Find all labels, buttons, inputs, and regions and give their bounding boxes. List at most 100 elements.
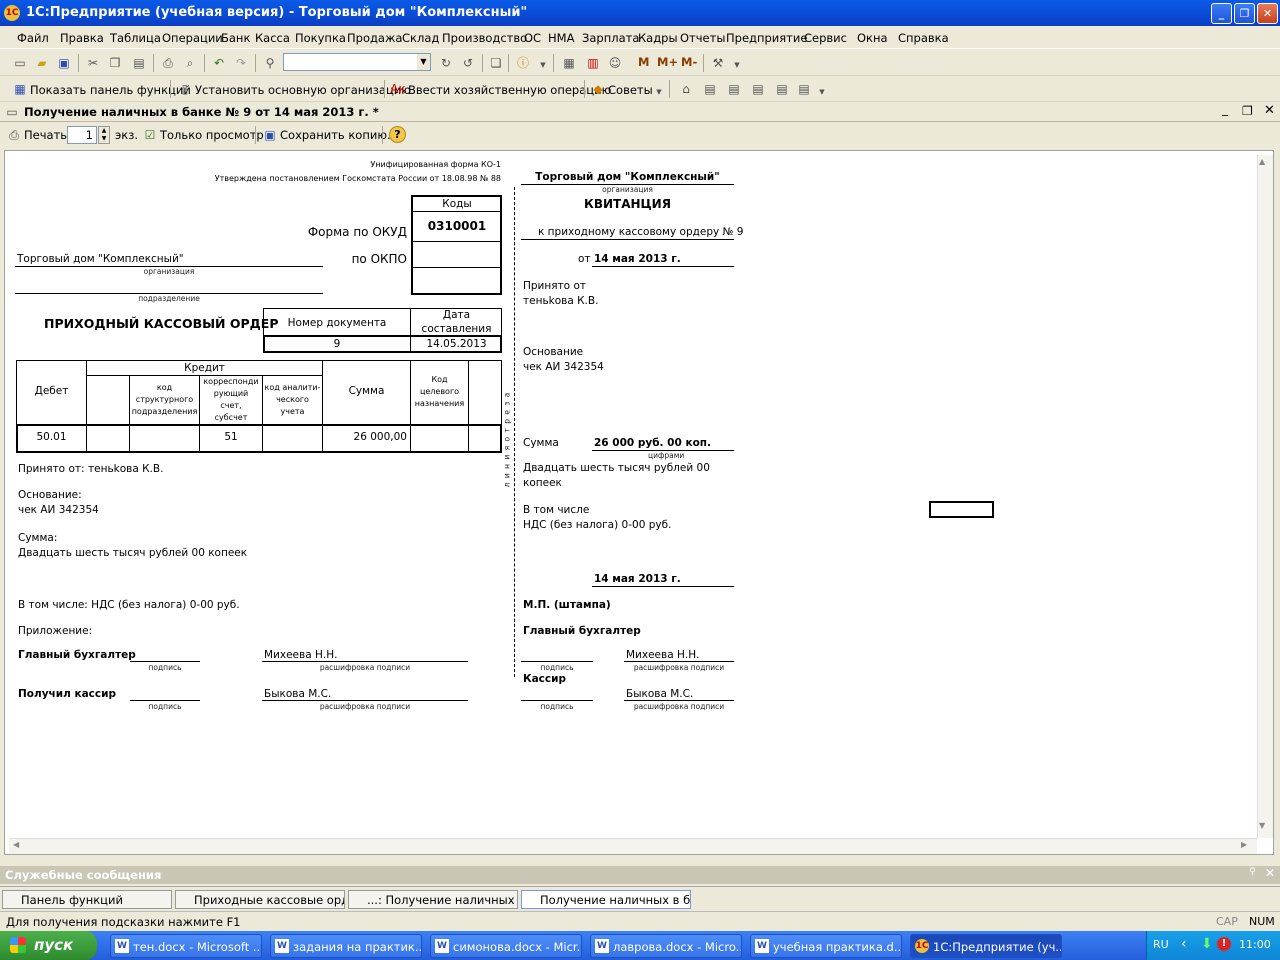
menu-windows[interactable]: Окна <box>857 31 888 45</box>
purchase-icon[interactable]: ▤ <box>728 82 740 96</box>
memory-minus-button[interactable]: M- <box>681 55 698 69</box>
menu-intangibles[interactable]: НМА <box>548 31 575 45</box>
menu-cash[interactable]: Касса <box>255 31 290 45</box>
status-hint: Для получения подсказки нажмите F1 <box>6 915 241 929</box>
tab-cash-receipt-list[interactable]: ...: Получение наличных в б... <box>348 890 518 909</box>
menu-service[interactable]: Сервис <box>804 31 847 45</box>
menu-warehouse[interactable]: Склад <box>402 31 440 45</box>
tools-dropdown-icon[interactable]: ▼ <box>734 61 740 69</box>
menu-fixed-assets[interactable]: ОС <box>524 31 542 45</box>
calendar-icon[interactable]: ▥ <box>587 56 599 70</box>
menu-table[interactable]: Таблица <box>110 31 161 45</box>
help-icon[interactable]: ? <box>389 126 406 143</box>
vertical-scrollbar[interactable] <box>1257 155 1273 838</box>
more-dropdown-icon[interactable]: ▼ <box>819 88 825 96</box>
scroll-down-icon[interactable]: ▼ <box>1259 821 1266 830</box>
set-main-organization-button[interactable]: Установить основную организацию <box>195 83 411 97</box>
menu-salary[interactable]: Зарплата <box>582 31 640 45</box>
search-dropdown-icon[interactable]: ▼ <box>417 54 430 70</box>
scroll-left-icon[interactable]: ◀ <box>13 840 20 849</box>
menu-hr[interactable]: Кадры <box>638 31 678 45</box>
minimize-button[interactable]: _ <box>1211 3 1232 24</box>
open-folder-icon[interactable]: ▰ <box>37 56 47 70</box>
print-button[interactable]: Печать <box>24 128 68 142</box>
alert-icon[interactable]: ! <box>1217 937 1231 951</box>
tools-icon[interactable]: ⚒ <box>712 56 724 70</box>
cashier-name: Быкова М.С. <box>264 688 332 700</box>
find-prev-icon[interactable]: ↺ <box>462 56 474 70</box>
corr-account-value: 51 <box>224 431 238 443</box>
tips-button[interactable]: Советы <box>608 83 653 97</box>
cut-icon[interactable]: ✂ <box>87 56 99 70</box>
users-icon[interactable]: ☺ <box>608 56 622 70</box>
save-copy-button[interactable]: Сохранить копию... <box>280 128 398 142</box>
selected-cell[interactable] <box>929 501 994 518</box>
service-close-button[interactable]: ✕ <box>1265 866 1276 880</box>
window-tabs-bar: Панель функций Приходные кассовые ордера… <box>0 886 1280 910</box>
print-preview-icon[interactable]: ⌕ <box>186 56 194 70</box>
show-function-panel-button[interactable]: Показать панель функций <box>30 83 191 97</box>
start-button[interactable]: пуск <box>0 931 97 960</box>
new-document-icon[interactable]: ▭ <box>14 56 26 70</box>
memory-button[interactable]: M <box>638 55 650 69</box>
tray-arrow-icon[interactable]: ‹ <box>1181 936 1187 952</box>
calculator-icon[interactable]: ▦ <box>563 56 575 70</box>
paste-icon[interactable]: ▤ <box>133 56 145 70</box>
document-toolbar: ⎙ Печать 1 ▲▼ экз. ☑ Только просмотр ▣ С… <box>0 123 1280 147</box>
redo-icon[interactable]: ↷ <box>235 56 247 70</box>
report-icon[interactable]: ▤ <box>798 82 810 96</box>
copy-icon[interactable]: ❐ <box>109 56 121 70</box>
find-next-icon[interactable]: ↻ <box>440 56 452 70</box>
menu-help[interactable]: Справка <box>898 31 949 45</box>
tab-cash-orders[interactable]: Приходные кассовые ордера <box>175 890 345 909</box>
enter-operation-button[interactable]: Ввести хозяйственную операцию <box>408 83 612 97</box>
menu-purchase[interactable]: Покупка <box>295 31 346 45</box>
maximize-button[interactable]: ❐ <box>1234 3 1255 24</box>
info-dropdown-icon[interactable]: ▼ <box>540 61 546 69</box>
doc-close-button[interactable]: ✕ <box>1264 103 1275 118</box>
menu-operations[interactable]: Операции <box>162 31 223 45</box>
menu-production[interactable]: Производство <box>442 31 528 45</box>
doc-maximize-button[interactable]: ❐ <box>1242 104 1253 118</box>
undo-icon[interactable]: ↶ <box>213 56 225 70</box>
line <box>521 239 734 240</box>
copies-input[interactable]: 1 <box>67 126 97 144</box>
tab-function-panel[interactable]: Панель функций <box>2 890 172 909</box>
copies-spinner[interactable]: ▲▼ <box>98 126 110 144</box>
menu-bank[interactable]: Банк <box>221 31 251 45</box>
menu-file[interactable]: Файл <box>17 31 49 45</box>
menu-edit[interactable]: Правка <box>60 31 104 45</box>
windows-icon[interactable]: ❏ <box>490 56 502 70</box>
info-icon[interactable]: ⓘ <box>516 56 529 70</box>
cash-icon[interactable]: ▤ <box>704 82 716 96</box>
search-input[interactable] <box>283 53 431 71</box>
print-icon[interactable]: ⎙ <box>163 56 173 70</box>
tips-dropdown-icon[interactable]: ▼ <box>656 88 662 96</box>
save-icon[interactable]: ▣ <box>58 56 70 70</box>
pin-icon[interactable]: ⚲ <box>1249 867 1256 877</box>
menu-reports[interactable]: Отчеты <box>680 31 726 45</box>
received-from-label: Принято от: <box>18 463 85 475</box>
download-icon[interactable]: ⬇ <box>1201 936 1213 952</box>
warehouse-icon[interactable]: ▤ <box>776 82 788 96</box>
view-only-button[interactable]: Только просмотр <box>160 128 264 142</box>
bank-icon[interactable]: ⌂ <box>682 82 690 96</box>
menu-sales[interactable]: Продажа <box>347 31 403 45</box>
horizontal-scrollbar[interactable] <box>9 838 1257 854</box>
language-indicator[interactable]: RU <box>1153 938 1169 951</box>
memory-plus-button[interactable]: M+ <box>657 55 679 69</box>
search-icon[interactable]: ⚲ <box>265 56 275 70</box>
scroll-right-icon[interactable]: ▶ <box>1241 840 1248 849</box>
close-button[interactable]: ✕ <box>1257 3 1278 24</box>
scroll-up-icon[interactable]: ▲ <box>1259 157 1266 166</box>
sales-icon[interactable]: ▤ <box>752 82 764 96</box>
tab-cash-receipt-print[interactable]: Получение наличных в банк... <box>521 890 691 909</box>
doc-minimize-button[interactable]: _ <box>1222 102 1228 116</box>
menu-enterprise[interactable]: Предприятие <box>726 31 808 45</box>
